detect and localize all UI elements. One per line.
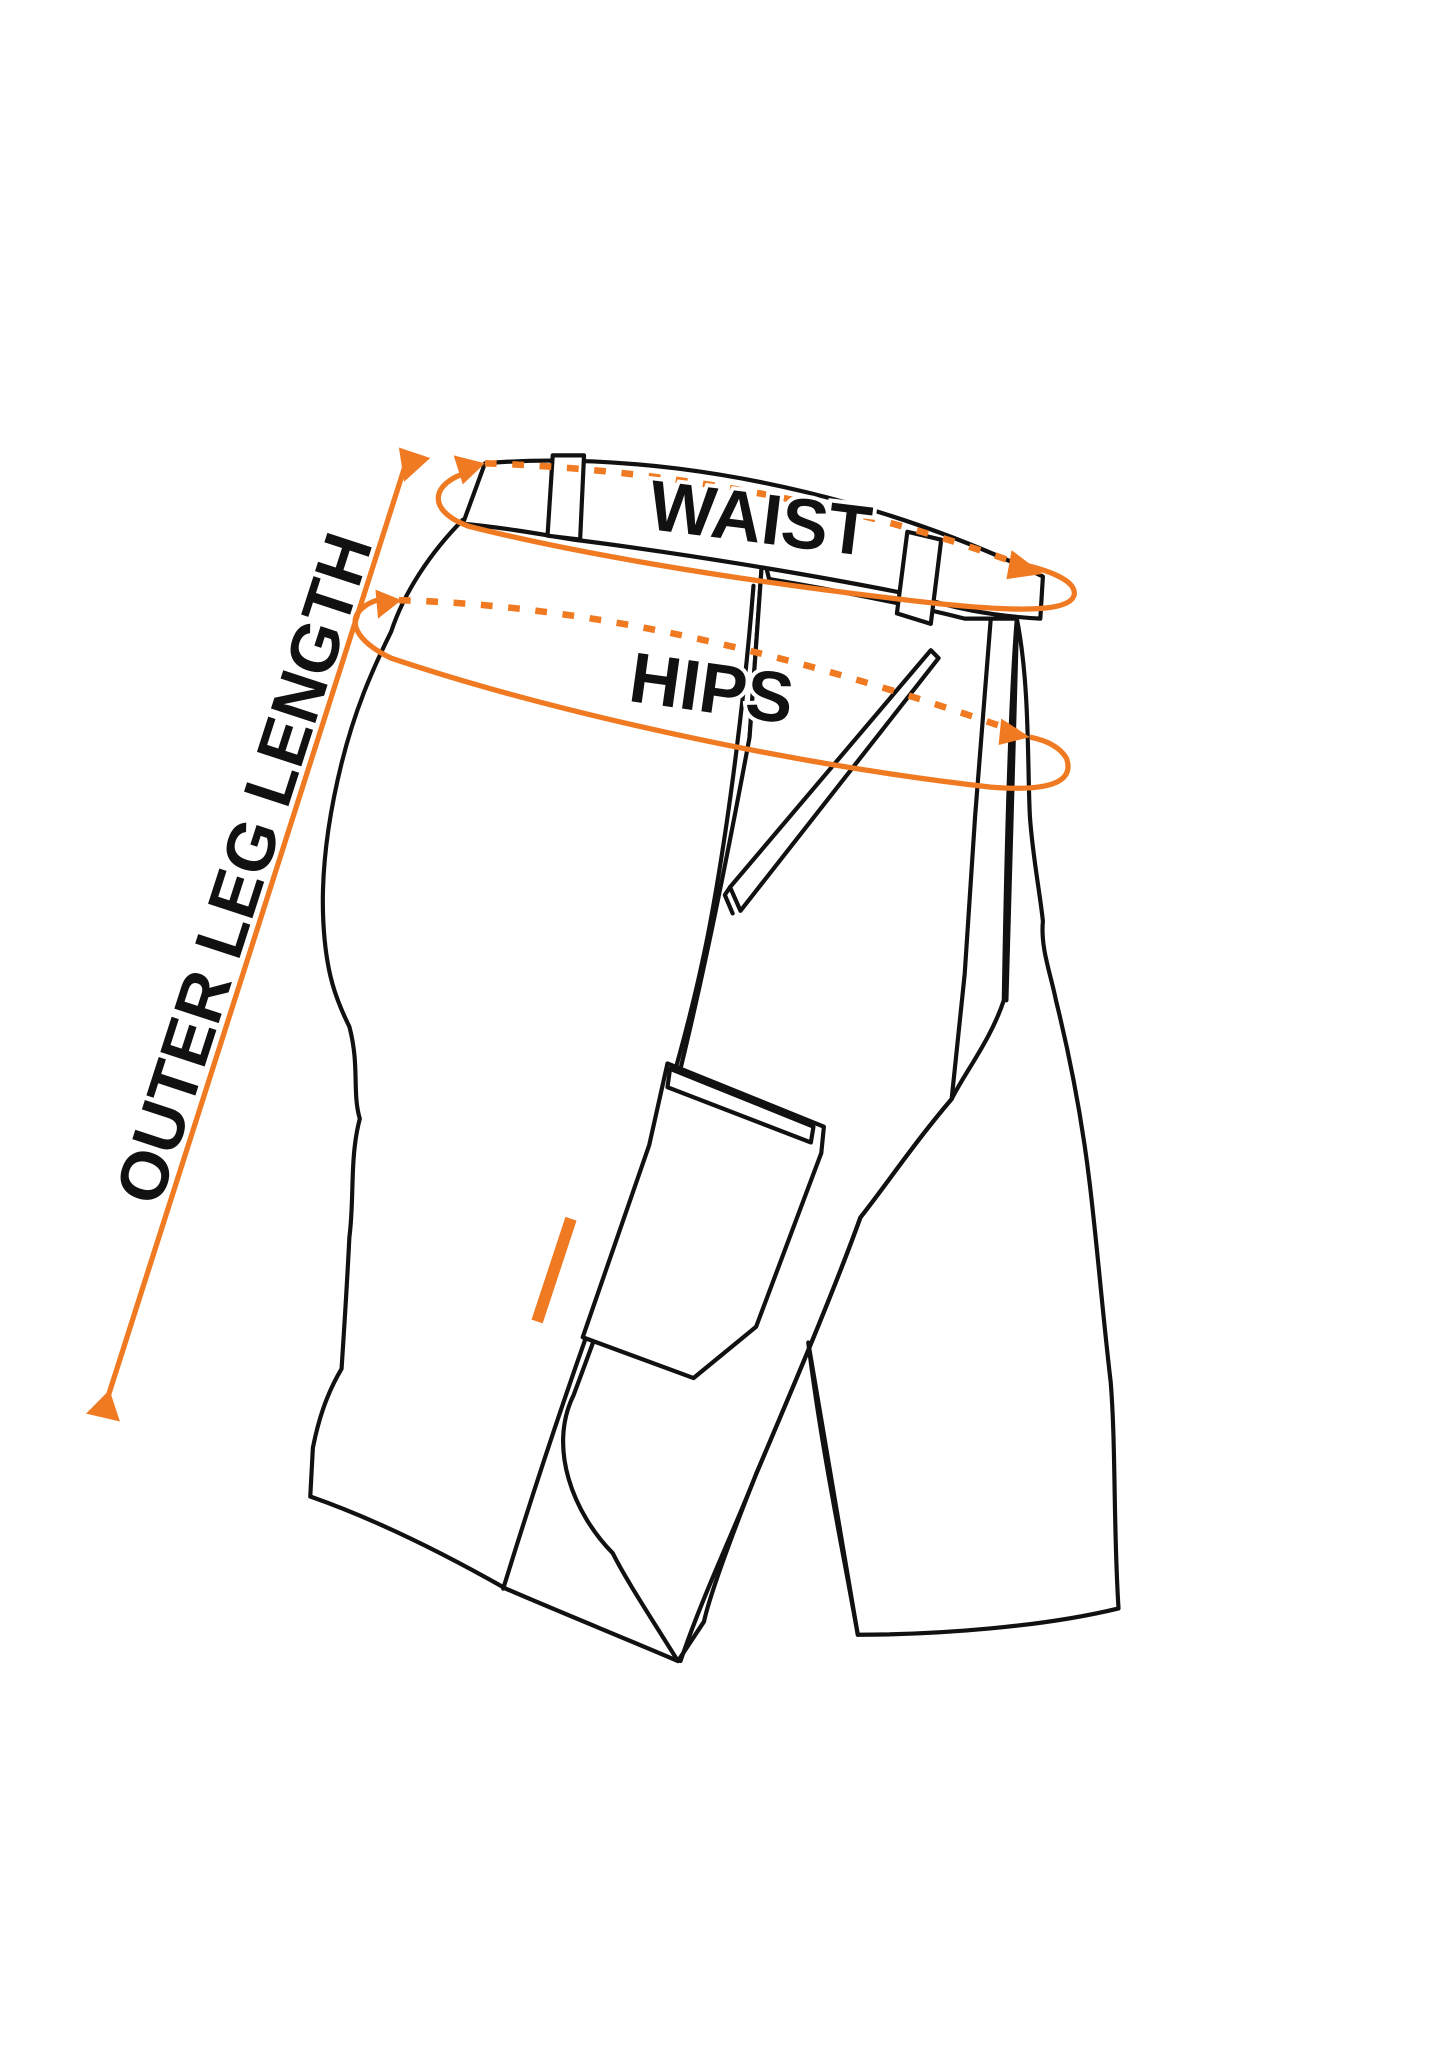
side-seam-strip-inner xyxy=(1004,627,1019,1003)
brand-tag-mark xyxy=(531,1216,577,1324)
slant-pocket-edge xyxy=(722,885,735,916)
hips-arrowhead-end xyxy=(998,718,1030,745)
outer-leg-arrowhead-top xyxy=(398,447,431,482)
cargo-pocket-zip xyxy=(665,1066,816,1145)
crotch-seam xyxy=(806,1340,860,1637)
side-seam-strip-outer xyxy=(949,616,993,1102)
belt-loop-right xyxy=(894,529,944,626)
cargo-pocket xyxy=(580,1061,826,1381)
waist-arrowhead-end xyxy=(1006,550,1043,580)
measurement-indicators xyxy=(86,447,1077,1422)
waist-arrowhead-start xyxy=(453,455,485,485)
outer-leg-length-arrow-line xyxy=(101,459,410,1410)
inner-leg-seam xyxy=(678,1096,954,1664)
waist-measure-dotted-arrow xyxy=(484,460,1018,567)
waist-measure-loop xyxy=(435,468,1077,612)
hips-measure-loop xyxy=(352,594,1071,791)
belt-loop-left xyxy=(545,453,587,542)
slant-pocket xyxy=(727,648,941,913)
outer-leg-arrowhead-bottom xyxy=(86,1389,120,1422)
right-leg-back-panel xyxy=(806,616,1121,1637)
hips-arrowhead-start xyxy=(375,589,402,619)
hips-measure-dotted-arrow xyxy=(398,596,1018,735)
shorts-illustration xyxy=(308,453,1121,1664)
